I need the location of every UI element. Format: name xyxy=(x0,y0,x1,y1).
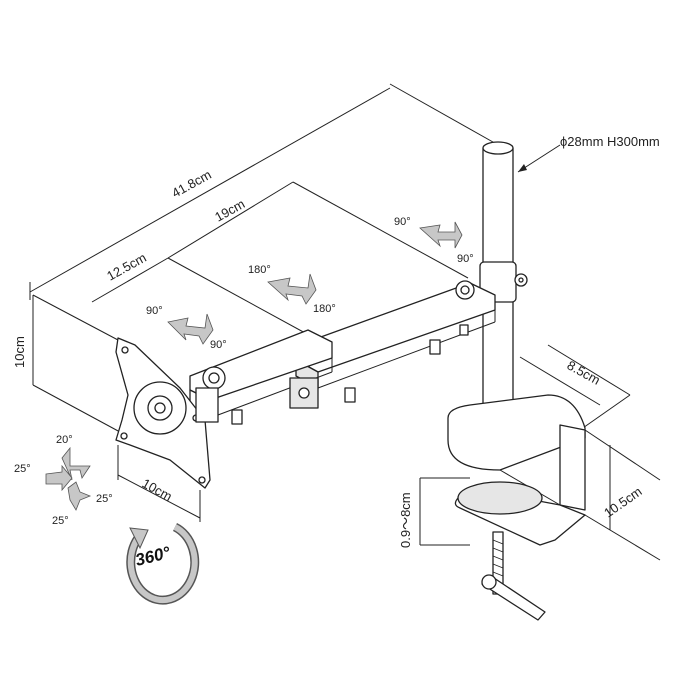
middle-joint-rotation-icon xyxy=(267,273,317,305)
pole-cap xyxy=(482,141,514,155)
dim-inner-arm-line xyxy=(91,257,169,303)
dim-total-line xyxy=(29,87,391,293)
dimension-lines xyxy=(29,83,661,561)
label-tilt-left: 25° xyxy=(14,463,31,475)
label-clamp-depth: 8.5cm xyxy=(565,358,603,388)
vesa-plate xyxy=(115,337,226,489)
label-clamp-range: 0.9～8cm xyxy=(398,492,413,548)
desk-clamp xyxy=(447,394,586,621)
label-total-length: 41.8cm xyxy=(169,167,214,201)
label-pole-joint-b: 90° xyxy=(457,253,474,265)
label-tilt-bottom: 25° xyxy=(52,515,69,527)
label-head-joint-b: 90° xyxy=(210,339,227,351)
pole xyxy=(479,141,528,439)
label-tilt-top: 20° xyxy=(56,434,73,446)
pole-joint-rotation-icon xyxy=(419,221,463,249)
label-head-joint-a: 90° xyxy=(146,305,163,317)
dim-plate-line xyxy=(117,474,201,519)
label-height-left: 10cm xyxy=(12,336,27,368)
label-pole-joint-a: 90° xyxy=(394,216,411,228)
clamp-pad xyxy=(457,481,543,515)
dim-clamp-depth-line xyxy=(547,344,631,396)
label-middle-joint-b: 180° xyxy=(313,303,336,315)
label-tilt-right: 25° xyxy=(96,493,113,505)
clamp-top-plate xyxy=(447,394,586,471)
label-plate-width: 10cm xyxy=(140,476,175,505)
label-middle-joint-a: 180° xyxy=(248,264,271,276)
dim-arm-line xyxy=(167,181,294,259)
label-inner-arm-length: 12.5cm xyxy=(104,250,149,284)
label-clamp-height: 10.5cm xyxy=(601,484,645,521)
label-pole-spec: ϕ28mm H300mm xyxy=(560,134,660,149)
head-joint-rotation-icon xyxy=(167,313,214,345)
rotate-360-icon xyxy=(126,522,200,605)
tilt-icon xyxy=(45,446,92,511)
